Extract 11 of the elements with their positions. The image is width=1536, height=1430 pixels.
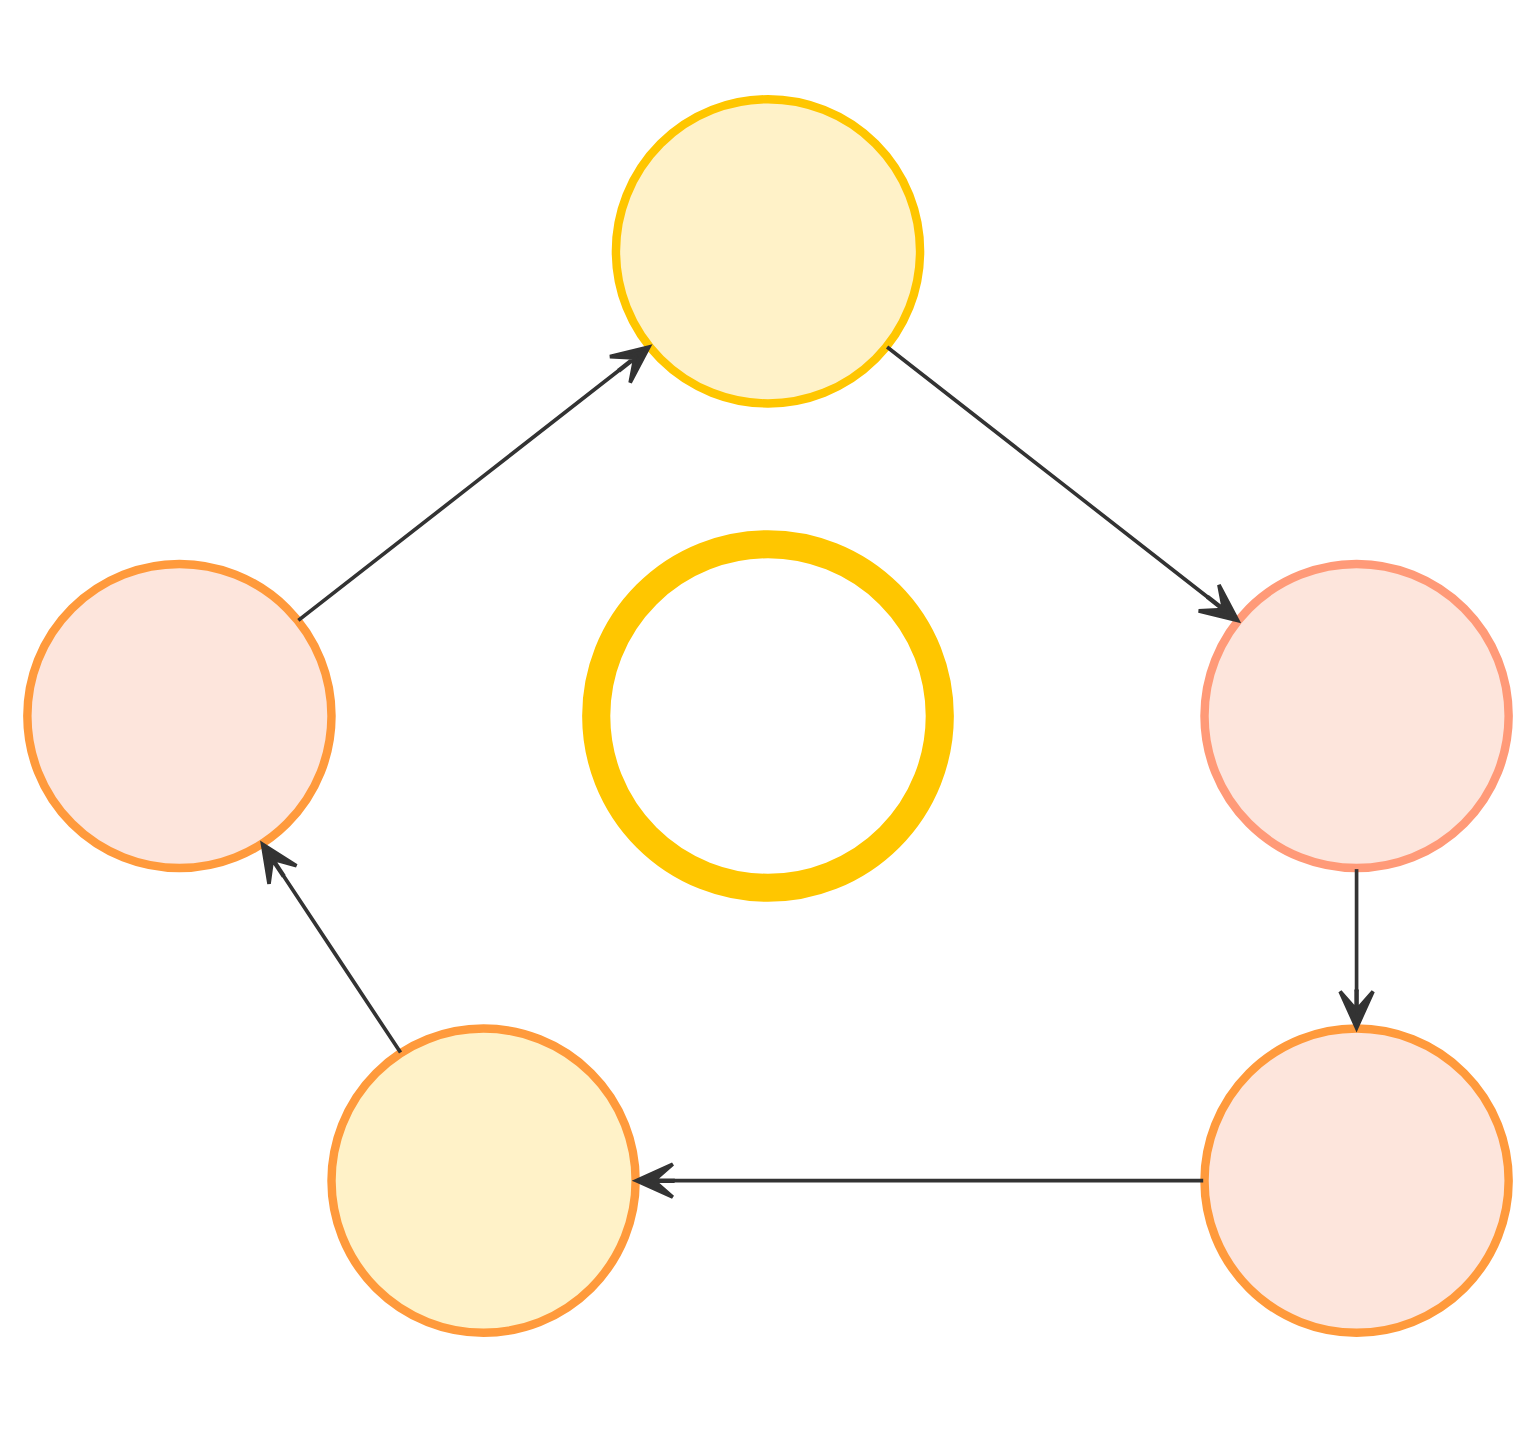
node-circle	[582, 529, 954, 901]
node-circle	[1200, 558, 1513, 872]
arrow	[885, 344, 1240, 622]
node-circle	[23, 558, 336, 872]
arrow	[297, 344, 651, 621]
arrow	[260, 841, 403, 1053]
node-circle	[327, 1023, 640, 1336]
node-circle	[611, 94, 925, 407]
arrow	[1338, 868, 1375, 1029]
node-circle	[1200, 1023, 1513, 1336]
arrow	[634, 1161, 1204, 1198]
